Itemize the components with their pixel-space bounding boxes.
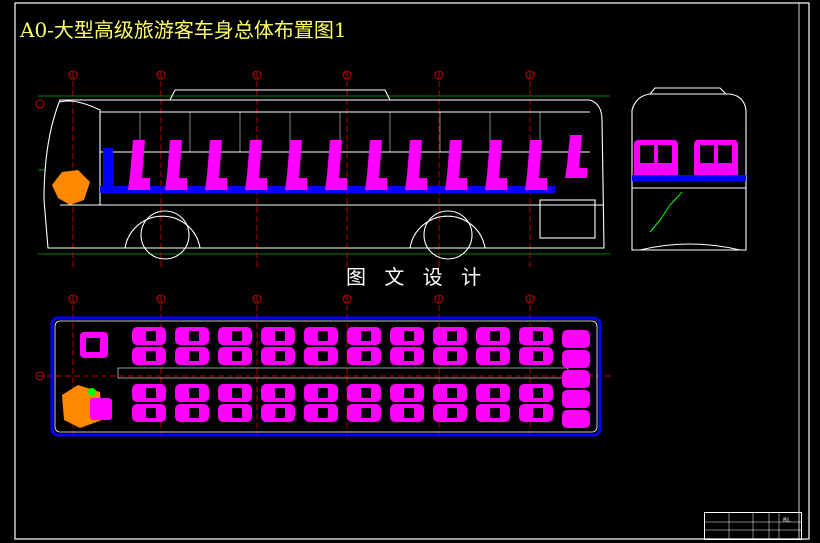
plan-seat-cushion-gap <box>533 351 543 361</box>
bus-body-outline <box>43 89 605 260</box>
plan-seat-cushion-gap <box>275 351 285 361</box>
plan-seat-cushion-gap <box>318 351 328 361</box>
plan-seat-cushion-gap <box>404 331 414 341</box>
plan-seat-cushion-gap <box>447 331 457 341</box>
front-seat-gaps <box>640 145 732 163</box>
watermark-caption: 图 文 设 计 <box>346 265 488 289</box>
plan-seat-cushion-gap <box>275 331 285 341</box>
plan-seat-cushion-gap <box>189 388 199 398</box>
plan-seat-cushion-gap <box>146 331 156 341</box>
plan-seat-cushion-gap <box>533 331 543 341</box>
side-seats <box>128 135 587 190</box>
side-view <box>35 70 610 268</box>
plan-seat-cushion-gap <box>404 388 414 398</box>
plan-driver <box>62 332 112 428</box>
plan-seat-cushion-gap <box>189 408 199 418</box>
plan-rear-seat <box>562 330 590 348</box>
station-markers <box>35 70 535 109</box>
plan-rear-seat <box>562 390 590 408</box>
station-centerlines <box>72 72 531 268</box>
plan-seat-cushion-gap <box>447 351 457 361</box>
plan-seat-cushion-gap <box>361 331 371 341</box>
plan-seat-cushion-gap <box>146 388 156 398</box>
plan-rear-seat <box>562 370 590 388</box>
plan-seat-cushion-gap <box>189 351 199 361</box>
plan-aisle <box>117 367 569 379</box>
plan-seat-cushion-gap <box>275 388 285 398</box>
plan-seat-cushion-gap <box>189 331 199 341</box>
plan-body-outline <box>54 320 598 433</box>
side-floor-front <box>103 148 113 188</box>
title-block: RL <box>704 512 802 540</box>
plan-markers <box>35 294 535 381</box>
front-view <box>631 87 747 251</box>
drawing-title: A0-大型高级旅游客车身总体布置图1 <box>20 18 347 42</box>
plan-seats <box>132 327 590 428</box>
side-driver <box>52 170 90 205</box>
plan-view <box>35 294 610 440</box>
title-block-ref: RL <box>783 517 791 524</box>
plan-seat-cushion-gap <box>318 388 328 398</box>
plan-seat-cushion-gap <box>447 408 457 418</box>
plan-seat-cushion-gap <box>275 408 285 418</box>
plan-seat-cushion-gap <box>146 351 156 361</box>
plan-seat-cushion-gap <box>404 351 414 361</box>
plan-seat-cushion-gap <box>232 408 242 418</box>
plan-seat-cushion-gap <box>490 331 500 341</box>
front-stairs <box>649 191 683 233</box>
plan-seat-cushion-gap <box>404 408 414 418</box>
front-floor <box>632 175 746 181</box>
plan-rear-seat <box>562 410 590 428</box>
plan-seat-cushion-gap <box>146 408 156 418</box>
plan-seat-cushion-gap <box>533 408 543 418</box>
plan-seat-cushion-gap <box>490 351 500 361</box>
plan-rear-seat <box>562 350 590 368</box>
plan-seat-cushion-gap <box>232 351 242 361</box>
plan-seat-cushion-gap <box>318 408 328 418</box>
title-block-grid <box>705 513 801 539</box>
plan-seat-cushion-gap <box>361 351 371 361</box>
plan-seat-cushion-gap <box>490 388 500 398</box>
plan-seat-cushion-gap <box>533 388 543 398</box>
front-body-outline <box>631 87 747 251</box>
plan-seat-cushion-gap <box>232 331 242 341</box>
drawing-border <box>14 2 810 540</box>
dimension-lines <box>38 95 610 255</box>
plan-seat-cushion-gap <box>361 388 371 398</box>
plan-seat-cushion-gap <box>490 408 500 418</box>
plan-seat-cushion-gap <box>232 388 242 398</box>
plan-floor-outline <box>50 316 602 437</box>
plan-seat-cushion-gap <box>447 388 457 398</box>
plan-seat-cushion-gap <box>318 331 328 341</box>
plan-seat-cushion-gap <box>361 408 371 418</box>
